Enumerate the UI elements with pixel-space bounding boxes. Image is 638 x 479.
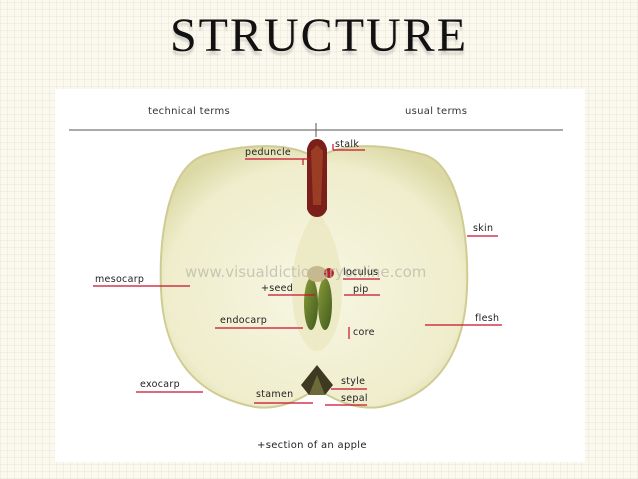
label-loculus: loculus	[343, 267, 379, 278]
label-seed: +seed	[261, 283, 294, 294]
label-core: core	[353, 327, 375, 338]
label-stalk: stalk	[335, 139, 360, 150]
header-usual-terms: usual terms	[405, 106, 468, 117]
label-flesh: flesh	[475, 313, 500, 324]
leader-lines	[93, 144, 502, 406]
label-sepal: sepal	[341, 393, 368, 404]
figure-caption-text: section of an apple	[265, 440, 367, 451]
apple-section-diagram: www.visualdictionaryonline.com technical…	[55, 89, 585, 462]
header-technical-terms: technical terms	[148, 106, 231, 117]
label-pip: pip	[353, 284, 369, 295]
seed-shape	[304, 278, 318, 330]
apple-illustration: www.visualdictionaryonline.com	[69, 123, 563, 409]
watermark: www.visualdictionaryonline.com	[185, 263, 426, 281]
label-style: style	[341, 376, 366, 387]
label-endocarp: endocarp	[220, 315, 268, 326]
slide-title: STRUCTURE	[169, 9, 469, 62]
label-seed-text: seed	[269, 283, 294, 294]
label-skin: skin	[473, 223, 494, 234]
label-exocarp: exocarp	[140, 379, 180, 390]
label-stamen: stamen	[256, 389, 294, 400]
figure-caption: +section of an apple	[257, 440, 367, 451]
label-peduncle: peduncle	[245, 147, 292, 158]
label-mesocarp: mesocarp	[95, 274, 145, 285]
